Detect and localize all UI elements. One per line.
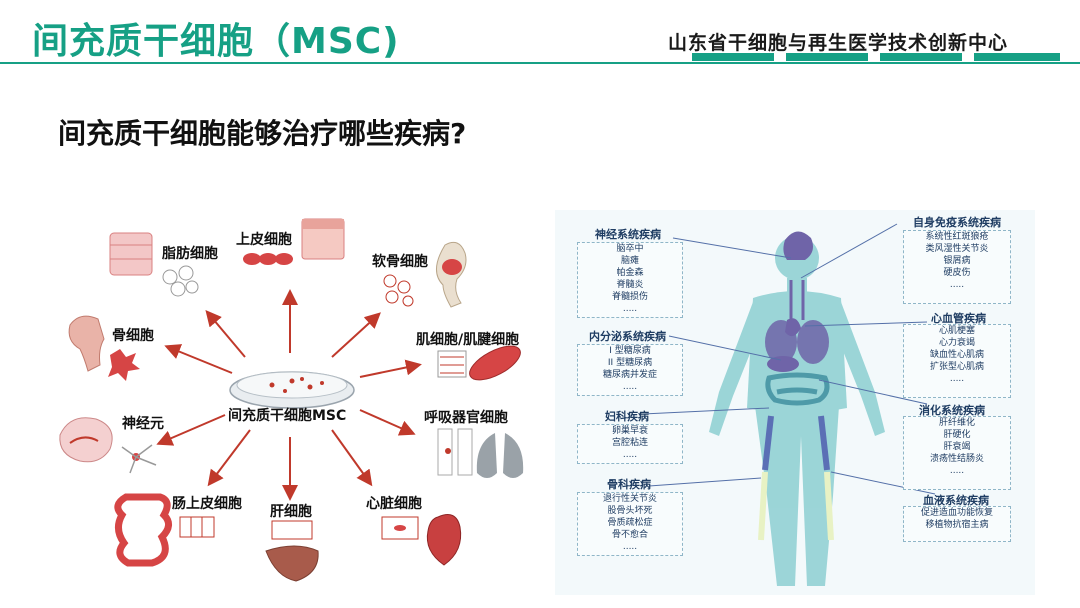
disease-item: 骨不愈合 xyxy=(611,530,648,540)
disease-item: 肝纤维化 xyxy=(938,418,975,428)
spinal-cord-icon xyxy=(789,280,805,320)
disease-item: ..... xyxy=(622,304,638,314)
neuron-icon xyxy=(59,417,157,474)
disease-item: 硬皮伤 xyxy=(943,268,971,278)
disease-body-map: 神经系统疾病 脑卒中 脑瘫 帕金森 脊髓炎 脊髓损伤 ..... 内分泌系统疾病… xyxy=(555,210,1035,595)
bone-icon xyxy=(68,315,140,381)
disease-item: ..... xyxy=(622,450,638,460)
organization-name: 山东省干细胞与再生医学技术创新中心 xyxy=(668,32,1009,54)
disease-item: 帕金森 xyxy=(616,268,644,278)
disease-item: 银屑病 xyxy=(943,256,971,266)
liver-icon xyxy=(265,520,319,582)
epithelial-tissue-icon xyxy=(243,218,345,265)
disease-group-hematologic: 促进造血功能恢复 移植物抗宿主病 xyxy=(903,506,1011,542)
disease-item: 移植物抗宿主病 xyxy=(925,520,989,530)
disease-item: 类风湿性关节炎 xyxy=(925,244,989,254)
disease-item: II 型糖尿病 xyxy=(607,358,653,368)
disease-item: ..... xyxy=(622,382,638,392)
intestine-organ-icon xyxy=(765,372,830,406)
disease-item: 系统性红斑狼疮 xyxy=(925,232,989,242)
disease-group-neuro: 脑卒中 脑瘫 帕金森 脊髓炎 脊髓损伤 ..... xyxy=(577,242,683,318)
disease-item: 溃疡性结肠炎 xyxy=(929,454,984,464)
disease-item: 肝衰竭 xyxy=(943,442,971,452)
brain-icon xyxy=(783,231,813,260)
disease-group-digestive: 肝纤维化 肝硬化 肝衰竭 溃疡性结肠炎 ..... xyxy=(903,416,1011,490)
slide-title: 间充质干细胞（MSC) xyxy=(32,21,400,62)
disease-item: 退行性关节炎 xyxy=(602,494,657,504)
header-bar-segment xyxy=(692,53,774,61)
disease-item: 肝硬化 xyxy=(943,430,971,440)
disease-group-title-hematologic: 血液系统疾病 xyxy=(923,494,989,507)
liver-organ-icon xyxy=(767,356,799,372)
header-divider xyxy=(0,62,1080,64)
cell-label-cardiomyocyte: 心脏细胞 xyxy=(366,496,422,512)
petri-dish-icon xyxy=(229,371,355,409)
disease-item: ..... xyxy=(949,374,965,384)
connector-lines xyxy=(642,223,936,495)
cell-label-neuron: 神经元 xyxy=(122,416,164,432)
disease-item: 扩张型心肌病 xyxy=(929,362,984,372)
disease-group-title-digestive: 消化系统疾病 xyxy=(919,404,985,417)
header-bar-segment xyxy=(786,53,868,61)
disease-item: 脑卒中 xyxy=(616,244,644,254)
disease-group-endocrine: I 型糖尿病 II 型糖尿病 糖尿病并发症 ..... xyxy=(577,344,683,396)
disease-item: ..... xyxy=(949,280,965,290)
msc-center-label: 间充质干细胞MSC xyxy=(228,408,347,424)
cartilage-icon xyxy=(383,241,467,308)
cell-label-myocyte-tenocyte: 肌细胞/肌腱细胞 xyxy=(416,332,520,348)
disease-item: 糖尿病并发症 xyxy=(602,370,657,380)
cell-label-adipocyte: 脂肪细胞 xyxy=(162,246,218,262)
differentiation-arrows xyxy=(156,289,422,501)
human-body-silhouette xyxy=(709,236,885,586)
muscle-tendon-icon xyxy=(437,345,521,381)
disease-group-gynecology: 卵巢早衰 宫腔粘连 ..... xyxy=(577,424,683,464)
disease-group-title-neuro: 神经系统疾病 xyxy=(595,228,661,241)
msc-differentiation-diagram: 间充质干细胞MSC 脂肪细胞 上皮细胞 软骨细胞 骨细胞 肌细胞/肌腱细胞 神经… xyxy=(40,205,530,595)
header-bar-segment xyxy=(974,53,1060,61)
disease-item: 骨质疏松症 xyxy=(607,518,653,528)
disease-item: ..... xyxy=(622,542,638,552)
adipose-tissue-icon xyxy=(109,232,199,297)
disease-item: ..... xyxy=(949,466,965,476)
disease-item: 缺血性心肌病 xyxy=(929,350,984,360)
cell-label-intestinal-epithelial: 肠上皮细胞 xyxy=(172,496,242,512)
disease-group-orthopedic: 退行性关节炎 股骨头坏死 骨质疏松症 骨不愈合 ..... xyxy=(577,492,683,556)
disease-item: 促进造血功能恢复 xyxy=(920,508,993,518)
differentiation-graphics xyxy=(59,218,524,582)
cell-label-chondrocyte: 软骨细胞 xyxy=(372,254,428,270)
disease-item: 脊髓损伤 xyxy=(611,292,648,302)
heart-organ-icon xyxy=(785,318,801,337)
disease-group-title-cardiovascular: 心血管疾病 xyxy=(931,312,986,325)
disease-item: I 型糖尿病 xyxy=(609,346,651,356)
disease-group-title-orthopedic: 骨科疾病 xyxy=(607,478,651,491)
disease-item: 心力衰竭 xyxy=(938,338,975,348)
disease-group-title-endocrine: 内分泌系统疾病 xyxy=(589,330,666,343)
question-heading: 间充质干细胞能够治疗哪些疾病? xyxy=(58,117,467,150)
disease-item: 宫腔粘连 xyxy=(611,438,648,448)
heart-icon xyxy=(381,514,462,566)
intestine-icon xyxy=(114,493,215,567)
disease-group-title-gynecology: 妇科疾病 xyxy=(605,410,649,423)
disease-group-title-autoimmune: 自身免疫系统疾病 xyxy=(913,216,1001,229)
header-bar-segment xyxy=(880,53,962,61)
disease-item: 股骨头坏死 xyxy=(607,506,653,516)
skeleton-limbs-icon xyxy=(762,415,830,471)
cell-label-hepatocyte: 肝细胞 xyxy=(270,504,312,520)
disease-item: 心肌梗塞 xyxy=(938,326,975,336)
cell-label-respiratory: 呼吸器官细胞 xyxy=(424,410,508,426)
disease-item: 脑瘫 xyxy=(620,256,639,266)
disease-item: 脊髓炎 xyxy=(616,280,644,290)
disease-group-autoimmune: 系统性红斑狼疮 类风湿性关节炎 银屑病 硬皮伤 ..... xyxy=(903,230,1011,304)
human-body-graphic xyxy=(642,223,936,586)
cell-label-osteocyte: 骨细胞 xyxy=(112,328,154,344)
disease-group-cardiovascular: 心肌梗塞 心力衰竭 缺血性心肌病 扩张型心肌病 ..... xyxy=(903,324,1011,398)
cell-label-epithelial: 上皮细胞 xyxy=(236,232,292,248)
disease-item: 卵巢早衰 xyxy=(611,426,648,436)
lungs-icon xyxy=(437,428,524,478)
